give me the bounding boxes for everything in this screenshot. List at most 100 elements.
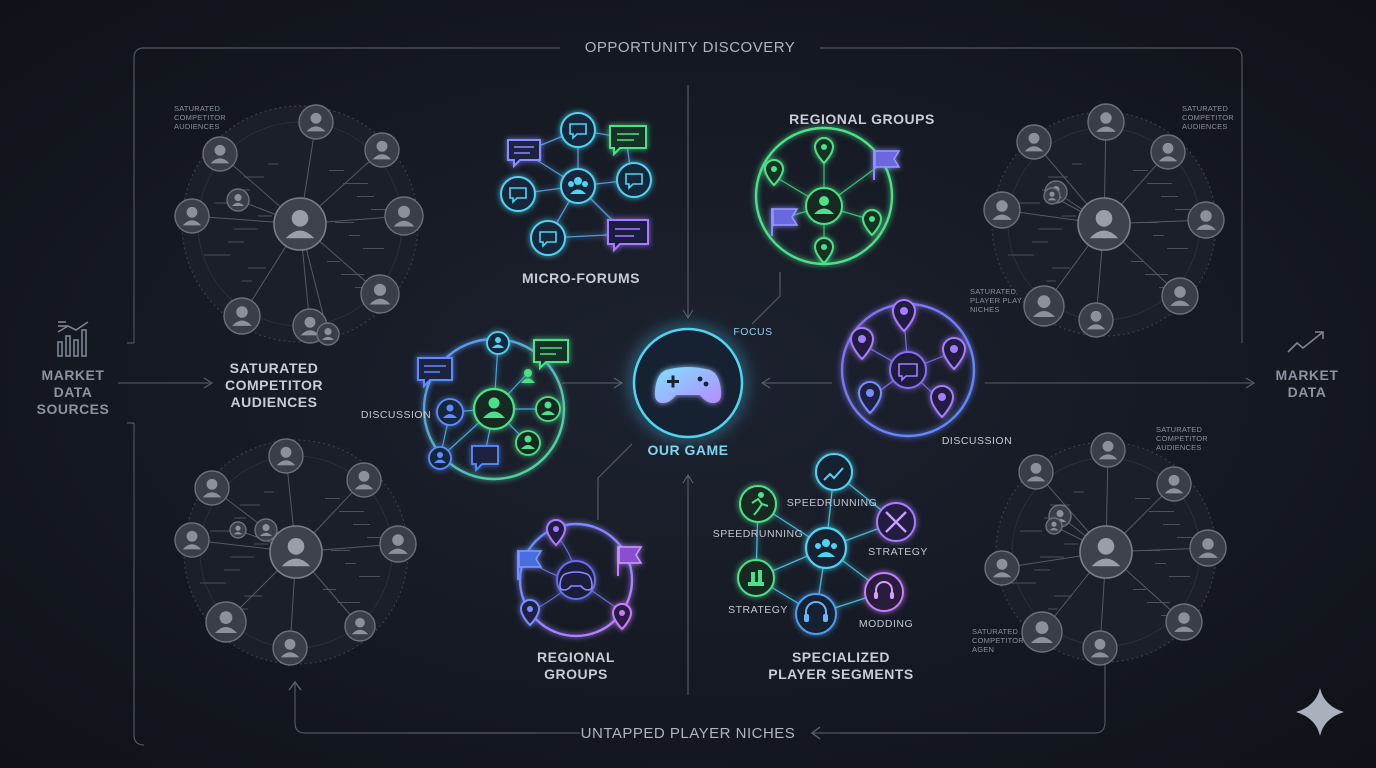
- location-pin-icon-7: [941, 336, 967, 371]
- chat-node-left: [500, 176, 536, 212]
- discussion-left-user-small: [521, 369, 535, 383]
- strategy-swords-node: [876, 502, 916, 542]
- discussion-right-cluster: [840, 298, 976, 438]
- modding-node: [864, 572, 904, 612]
- discussion-right-hub: [889, 351, 927, 389]
- user-node-icon: [268, 438, 304, 474]
- modding-label: MODDING: [858, 618, 914, 630]
- runner-node: [739, 485, 777, 523]
- user-node-icon: [1090, 432, 1126, 468]
- discussion-left-node-bl: [428, 446, 452, 470]
- our-game-node: [632, 327, 744, 439]
- flow-bottom-regional-to-game: [597, 443, 633, 520]
- specialized-hub-users-icon: [815, 539, 837, 557]
- user-node-icon: [202, 136, 238, 172]
- flag-icon-1: [873, 150, 901, 180]
- flag-icon-3: [517, 550, 543, 580]
- strategy-chess-node: [737, 559, 775, 597]
- flow-arrowheads: [288, 680, 821, 740]
- user-node-icon: [316, 322, 340, 346]
- location-pin-icon-4: [813, 236, 835, 265]
- user-node-icon: [983, 191, 1021, 229]
- saturated-cluster-tr: [983, 103, 1225, 338]
- chat-bubble-icon-bottom: [471, 445, 499, 473]
- user-node-icon: [364, 132, 400, 168]
- market-data-sources-label: MARKET DATA SOURCES: [36, 367, 110, 417]
- specialized-segments-label: SPECIALIZED PLAYER SEGMENTS: [768, 649, 914, 682]
- micro-forums-label: MICRO-FORUMS: [522, 270, 640, 286]
- chat-bubble-tr: [609, 125, 647, 157]
- speedrunning-label-a: SPEEDRUNNING: [786, 497, 878, 509]
- frame-bottom-right: [812, 655, 1106, 734]
- saturated-hub-user-icon: [269, 525, 323, 579]
- saturated-hub-user-icon: [1077, 197, 1131, 251]
- regional-groups-top-label: REGIONAL GROUPS: [789, 111, 935, 127]
- frame-top-left: [133, 47, 560, 343]
- user-node-icon: [1150, 134, 1186, 170]
- discussion-left-node-top: [486, 331, 510, 355]
- regional-bottom-hub: [556, 560, 596, 600]
- location-pin-icon-6: [849, 326, 875, 361]
- user-node-icon: [1045, 517, 1063, 535]
- discussion-right-hub-chat-icon: [898, 363, 918, 382]
- user-node-icon: [298, 104, 334, 140]
- specialized-hub: [804, 526, 848, 570]
- user-node-icon: [384, 196, 424, 236]
- user-node-icon: [194, 470, 230, 506]
- sparkle-icon: [1296, 688, 1344, 736]
- discussion-left-node-left: [436, 398, 464, 426]
- bottom-title: UNTAPPED PLAYER NICHES: [580, 725, 796, 742]
- saturated-hub-user-icon: [1079, 525, 1133, 579]
- user-node-icon: [379, 525, 417, 563]
- user-node-icon: [174, 522, 210, 558]
- micro-forums-hub-users-icon: [568, 177, 588, 194]
- location-pin-icon-1: [813, 136, 835, 165]
- discussion-left-hub-user-icon: [483, 397, 505, 418]
- top-title: OPPORTUNITY DISCOVERY: [584, 39, 796, 56]
- user-node-icon: [1016, 124, 1052, 160]
- arrowhead-game-bottom: [682, 473, 694, 484]
- chat-node-bottom: [530, 220, 566, 256]
- arrowhead-saturated: [203, 377, 214, 389]
- chat-bubble-icon-left: [417, 357, 453, 389]
- user-node-icon: [223, 297, 261, 335]
- arrowhead-game-top: [682, 309, 694, 320]
- discussion-left-label: DISCUSSION: [360, 409, 432, 421]
- market-data-label: MARKET DATA: [1275, 367, 1339, 400]
- user-node-icon: [360, 274, 400, 314]
- discussion-left-cluster: [417, 331, 569, 481]
- saturated-cluster-bl: [174, 438, 417, 666]
- frame-bottom-return: [294, 682, 580, 734]
- discussion-left-node-br: [515, 430, 541, 456]
- saturated-tl-label: SATURATED COMPETITOR AUDIENCES: [174, 104, 226, 131]
- location-pin-icon-8: [929, 384, 955, 419]
- chat-node-top: [560, 112, 596, 148]
- user-node-icon: [984, 550, 1020, 586]
- saturated-hub-user-icon: [273, 197, 327, 251]
- speedrun-chart-node: [815, 453, 853, 491]
- location-pin-icon-5: [891, 298, 917, 333]
- speedrunning-label-b: SPEEDRUNNING: [712, 528, 804, 540]
- user-node-icon: [272, 630, 308, 666]
- saturated-br-label: SATURATED COMPETITOR AUDIENCES: [1156, 425, 1208, 452]
- location-pin-icon-11: [519, 598, 541, 627]
- regional-bottom-gamepad-icon: [559, 571, 593, 591]
- regional-groups-top-cluster: [754, 126, 901, 266]
- headset-node: [795, 593, 837, 635]
- frame-top-right: [820, 47, 1243, 343]
- saturated-mr-label: SATURATED PLAYER PLAY NICHES: [970, 287, 1022, 314]
- user-node-icon: [1021, 611, 1063, 653]
- micro-forums-cluster: [500, 112, 652, 256]
- user-node-icon: [1187, 201, 1225, 239]
- discussion-right-label: DISCUSSION: [941, 435, 1013, 447]
- location-pin-icon-9: [857, 380, 883, 415]
- micro-forums-hub: [560, 168, 596, 204]
- specialized-segments-cluster: [737, 453, 916, 635]
- arrowhead-game-left: [613, 377, 624, 389]
- chat-bubble-br: [607, 219, 649, 253]
- user-node-icon: [1018, 454, 1054, 490]
- arrowhead-market-data: [1245, 377, 1256, 389]
- user-node-icon: [174, 198, 210, 234]
- gamepad-icon: [654, 367, 722, 403]
